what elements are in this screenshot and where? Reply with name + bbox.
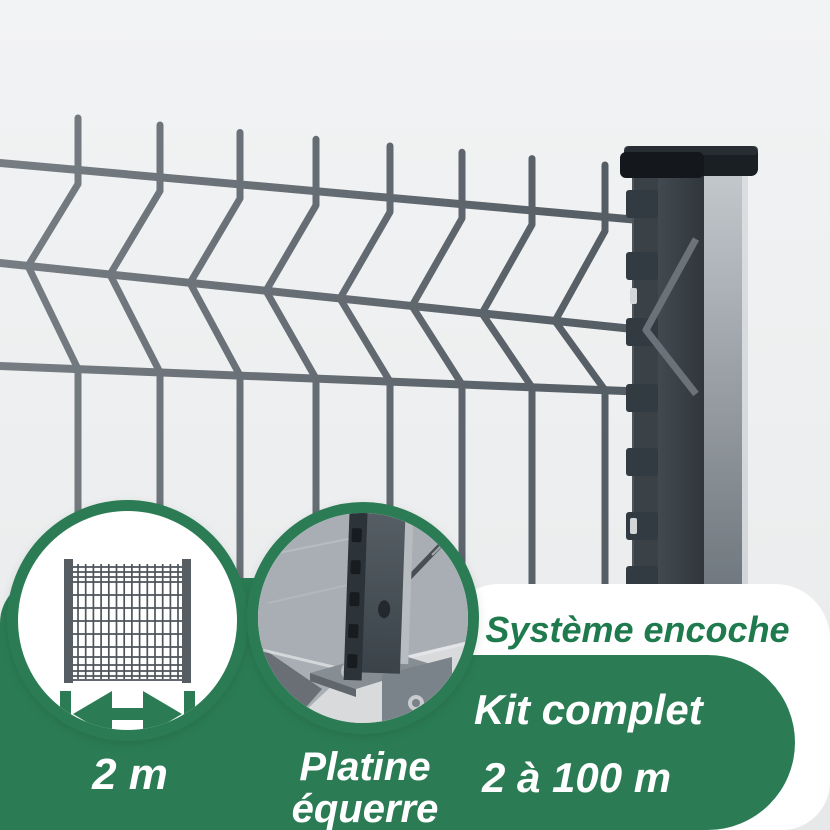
- fence-panel-width-icon: [60, 559, 195, 730]
- system-badge-label: Système encoche: [485, 609, 790, 650]
- feature-circle-width: [7, 500, 248, 741]
- edge-wire-chevron: [642, 237, 700, 397]
- plate-label-line2: équerre: [291, 787, 439, 830]
- plate-label-line1: Platine: [299, 745, 431, 789]
- fence-post: [620, 146, 758, 592]
- feature-circle-plate: [247, 502, 479, 734]
- kit-title: Kit complet: [474, 686, 703, 733]
- bracket-plate-photo: [258, 513, 468, 723]
- mesh-horizontal-rails: [0, 159, 656, 396]
- bracket-post: [343, 513, 414, 681]
- plate-label: Platine équerre: [250, 746, 480, 830]
- notch-slots: [630, 288, 637, 534]
- notch-tabs: [626, 190, 658, 590]
- width-label: 2 m: [92, 750, 168, 799]
- width-arrow-icon: [60, 691, 195, 730]
- kit-range: 2 à 100 m: [482, 754, 672, 801]
- panel-pictogram: [64, 559, 191, 683]
- kit-pill: [430, 655, 795, 830]
